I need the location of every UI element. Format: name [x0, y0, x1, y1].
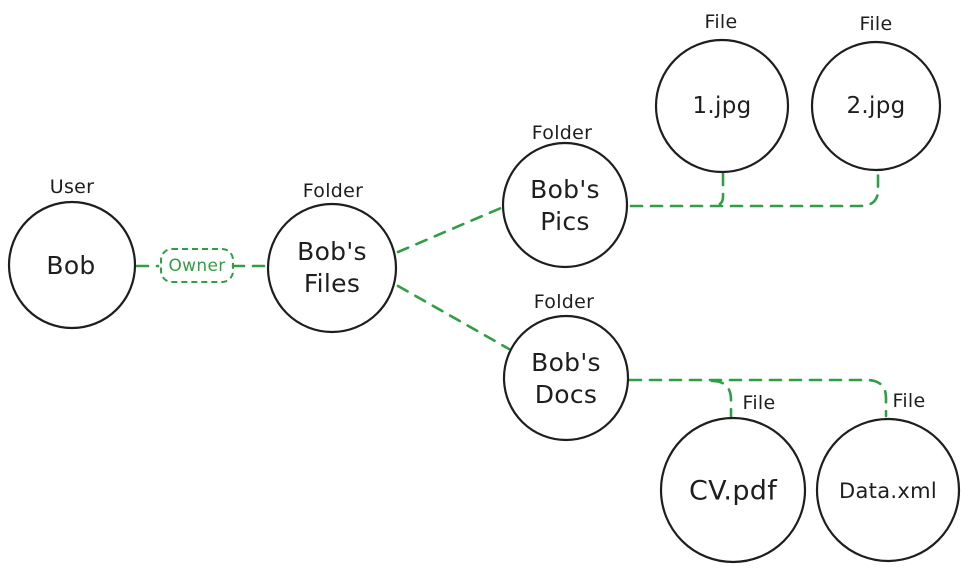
jpg1-type-label: File	[704, 11, 738, 33]
pics-node-label-line2: Pics	[540, 207, 590, 236]
node-files-circle	[266, 202, 398, 334]
docs-node-label-line2: Docs	[534, 380, 598, 409]
edge-files-to-docs	[396, 284, 511, 351]
edge-files-to-pics	[396, 206, 503, 254]
jpg2-node-label: 2.jpg	[846, 93, 906, 119]
bob-type-label: User	[49, 176, 95, 198]
edge-stub-to-jpg1	[710, 172, 725, 208]
edges	[135, 172, 888, 418]
files-node-label-line1: Bob's	[297, 237, 367, 266]
docs-type-label: Folder	[533, 291, 595, 313]
node-jpg1-circle	[654, 38, 790, 174]
cvpdf-node-label: CV.pdf	[688, 475, 778, 507]
node-dataxml-circle	[815, 417, 961, 563]
edge-docs-to-dataxml	[628, 378, 888, 418]
node-docs-circle	[502, 314, 630, 442]
owner-edge-label-text: Owner	[168, 255, 226, 276]
nodes	[7, 38, 961, 564]
files-type-label: Folder	[302, 180, 364, 202]
owner-edge-label: Owner	[160, 248, 234, 283]
node-pics-circle	[501, 141, 629, 269]
files-node-label: Bob's Files	[297, 236, 367, 300]
jpg1-node-label: 1.jpg	[692, 93, 752, 119]
edge-pics-to-jpg2	[629, 172, 880, 208]
bob-node-label: Bob	[46, 251, 96, 280]
edge-stub-to-cvpdf	[710, 379, 733, 418]
pics-node-label-line1: Bob's	[530, 175, 600, 204]
docs-node-label: Bob's Docs	[531, 347, 601, 411]
dataxml-node-label: Data.xml	[839, 479, 937, 503]
files-node-label-line2: Files	[303, 269, 361, 298]
dataxml-type-label: File	[892, 390, 926, 412]
cvpdf-type-label: File	[742, 392, 776, 414]
node-cvpdf-circle	[659, 416, 807, 564]
node-jpg2-circle	[810, 40, 942, 172]
pics-type-label: Folder	[531, 122, 593, 144]
jpg2-type-label: File	[859, 13, 893, 35]
docs-node-label-line1: Bob's	[531, 348, 601, 377]
node-bob-circle	[7, 200, 137, 330]
pics-node-label: Bob's Pics	[530, 174, 600, 238]
